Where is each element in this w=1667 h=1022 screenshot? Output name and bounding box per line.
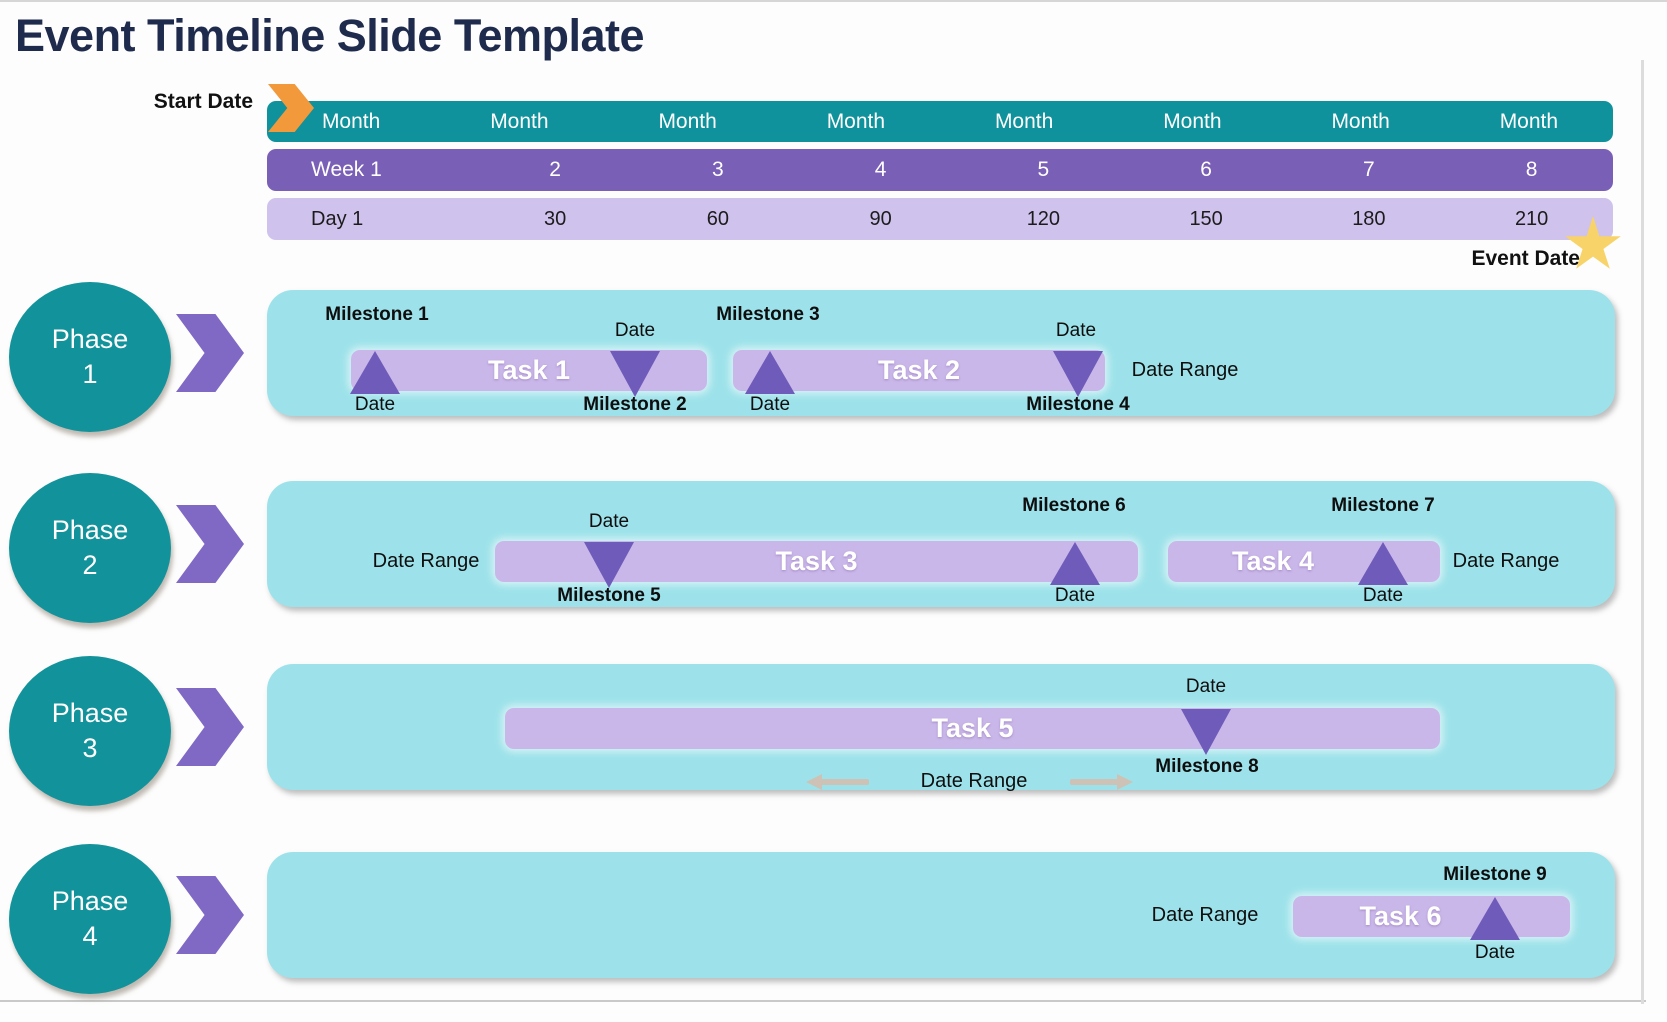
date-label: Date [749, 394, 791, 415]
right-edge-divider [1641, 60, 1644, 1004]
day-cell: 60 [706, 207, 729, 230]
phase-3-panel[interactable]: Task 5 Date Milestone 8 Date Range [267, 664, 1615, 792]
phase-3-circle[interactable]: Phase 3 [9, 656, 171, 806]
date-label: Date [1054, 585, 1096, 606]
month-cell: Month [658, 109, 717, 133]
phase-2-chevron-icon[interactable] [176, 505, 244, 583]
phase-2-circle[interactable]: Phase 2 [9, 473, 171, 623]
month-cell: Month [826, 109, 886, 133]
task-label: Task 6 [1359, 901, 1442, 931]
task-bar[interactable]: Task 2 [733, 350, 1105, 391]
range-arrow-right-icon [1066, 774, 1133, 790]
phase-4-chevron-icon[interactable] [176, 876, 244, 954]
month-cell: Month [321, 109, 381, 133]
week-cell: 6 [1200, 158, 1212, 181]
task-label: Task 1 [487, 355, 571, 385]
day-cell: 30 [544, 207, 567, 230]
phase-3-chevron-icon[interactable] [176, 688, 244, 766]
month-cell: Month [994, 109, 1054, 133]
phase-label: Phase [51, 323, 129, 354]
task-bar[interactable]: Task 6 [1293, 896, 1570, 937]
day-cell: 210 [1514, 207, 1549, 230]
week-cell: 3 [712, 158, 724, 181]
date-range-label: Date Range [1452, 550, 1560, 572]
phase-number: 2 [82, 550, 98, 580]
date-label: Date [614, 320, 656, 341]
day-cell: 90 [869, 207, 892, 230]
date-label: Date [1055, 320, 1097, 341]
day-header-bar[interactable]: Day 1 30 60 90 120 150 180 210 [267, 198, 1613, 240]
top-divider [0, 0, 1667, 2]
date-label: Date [354, 394, 396, 415]
phase-2-panel[interactable]: Date Range Date Task 3 Milestone 5 Miles… [267, 481, 1615, 607]
phase-number: 4 [82, 921, 98, 951]
phase-label: Phase [51, 514, 129, 545]
week-cell: 8 [1525, 158, 1538, 181]
month-cell: Month [1163, 109, 1222, 133]
date-label: Date [588, 511, 630, 532]
phase-1-panel[interactable]: Milestone 1 Task 1 Date Date Milestone 2… [267, 290, 1615, 416]
date-label: Date [1474, 942, 1516, 963]
month-cell: Month [1499, 109, 1559, 133]
week-cell: 5 [1037, 158, 1050, 181]
start-date-label: Start Date [153, 90, 253, 113]
date-range-label: Date Range [372, 550, 480, 572]
phase-label: Phase [51, 885, 129, 916]
task-label: Task 4 [1231, 546, 1315, 576]
milestone-label: Milestone 1 [325, 304, 429, 325]
date-range-label: Date Range [1131, 359, 1239, 381]
date-label: Date [1362, 585, 1404, 606]
milestone-label: Milestone 4 [1026, 394, 1130, 415]
day-cell: Day 1 [311, 207, 364, 230]
milestone-label: Milestone 3 [716, 304, 820, 325]
month-cell: Month [1331, 109, 1390, 133]
milestone-label: Milestone 6 [1022, 495, 1126, 516]
event-date-label: Event Date [1471, 247, 1580, 270]
task-label: Task 5 [931, 713, 1014, 743]
phase-label: Phase [51, 697, 129, 728]
month-header-bar[interactable]: Month Month Month Month Month Month Mont… [267, 101, 1613, 142]
month-cell: Month [490, 109, 549, 133]
week-header-bar[interactable]: Week 1 2 3 4 5 6 7 8 [267, 149, 1613, 191]
task-label: Task 3 [775, 546, 858, 576]
phase-number: 3 [82, 733, 98, 763]
date-label: Date [1185, 676, 1227, 697]
day-cell: 150 [1189, 207, 1223, 230]
week-cell: Week 1 [311, 158, 382, 181]
range-arrow-left-icon [806, 774, 873, 790]
day-cell: 120 [1026, 207, 1061, 230]
milestone-label: Milestone 2 [583, 394, 687, 415]
milestone-label: Milestone 9 [1443, 864, 1547, 885]
week-cell: 7 [1363, 158, 1375, 181]
task-bar[interactable]: Task 5 [505, 708, 1440, 749]
milestone-label: Milestone 8 [1155, 756, 1259, 777]
week-cell: 2 [549, 158, 561, 181]
day-cell: 180 [1352, 207, 1386, 230]
phase-1-circle[interactable]: Phase 1 [9, 282, 171, 432]
bottom-divider [0, 1000, 1646, 1002]
task-label: Task 2 [877, 355, 961, 385]
week-cell: 4 [874, 158, 887, 181]
phase-1-chevron-icon[interactable] [176, 314, 244, 392]
date-range-label: Date Range [920, 770, 1028, 792]
phase-number: 1 [82, 359, 98, 389]
phase-4-circle[interactable]: Phase 4 [9, 844, 171, 994]
milestone-label: Milestone 7 [1331, 495, 1435, 516]
page-title: Event Timeline Slide Template [15, 10, 645, 61]
phase-4-panel[interactable]: Date Range Milestone 9 Task 6 Date [267, 852, 1615, 978]
date-range-label: Date Range [1151, 904, 1259, 926]
milestone-label: Milestone 5 [557, 585, 661, 606]
